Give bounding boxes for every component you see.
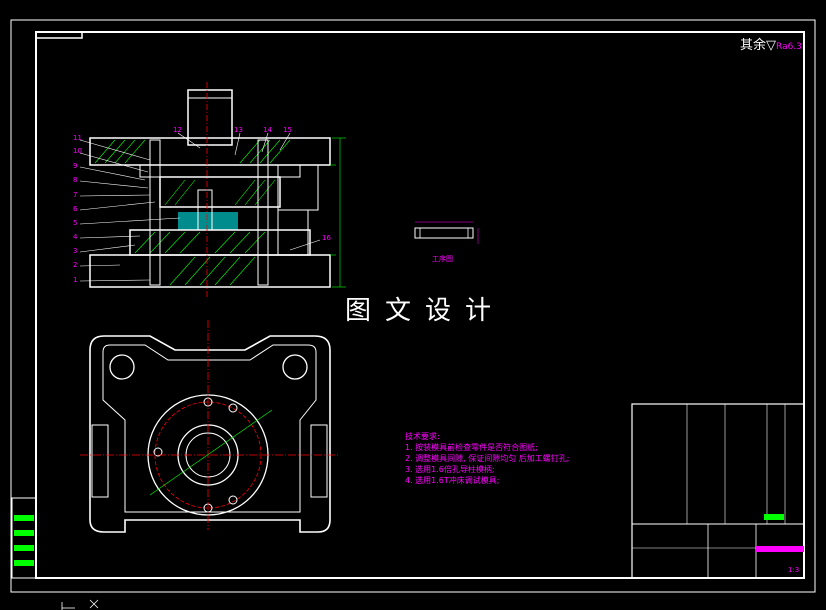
title-block xyxy=(631,403,805,579)
part-number: 16 xyxy=(322,234,331,242)
part-number: 3 xyxy=(73,247,78,255)
technical-requirements: 技术要求: 1. 按装模具前检查零件是否符合图纸; 2. 调整模具间隙, 保证间… xyxy=(405,431,570,486)
part-number: 12 xyxy=(173,126,182,134)
roughness-prefix: 其余 xyxy=(740,38,767,53)
part-number: 11 xyxy=(73,134,82,142)
outer-frame xyxy=(10,19,816,593)
part-number: 2 xyxy=(73,261,78,269)
workpiece-drawing xyxy=(414,221,479,244)
tech-item: 3. 选用1.6倍孔导柱模柄; xyxy=(405,465,495,474)
assembly-section-view xyxy=(79,82,346,298)
workpiece-label: 工序图 xyxy=(432,255,453,263)
part-number: 10 xyxy=(73,147,82,155)
part-number: 14 xyxy=(263,126,272,134)
tech-title: 技术要求: xyxy=(405,432,440,441)
side-legend-block xyxy=(11,497,37,579)
part-number: 5 xyxy=(73,219,78,227)
tech-item: 1. 按装模具前检查零件是否符合图纸; xyxy=(405,443,538,452)
roughness-note: 其余▽Ra6.3 xyxy=(740,34,802,53)
part-number: 9 xyxy=(73,162,78,170)
inner-frame xyxy=(35,31,805,579)
plan-view xyxy=(80,320,340,533)
tech-item: 2. 调整模具间隙, 保证间隙均匀 后加工螺钉孔; xyxy=(405,454,570,463)
roughness-value: Ra6.3 xyxy=(776,42,802,52)
part-number: 8 xyxy=(73,176,78,184)
roughness-symbol-icon: ▽ xyxy=(766,38,777,53)
ucs-axis-icon xyxy=(61,599,99,610)
watermark-text: 图文设计 xyxy=(345,296,506,326)
frame-corner-tab xyxy=(36,32,83,39)
part-number: 15 xyxy=(283,126,292,134)
tech-item: 4. 选用1.6T冲床调试模具; xyxy=(405,476,500,485)
part-number: 7 xyxy=(73,191,78,199)
title-block-scale: 1:3 xyxy=(788,566,800,574)
part-number: 4 xyxy=(73,233,78,241)
part-number: 6 xyxy=(73,205,78,213)
part-number: 13 xyxy=(234,126,243,134)
part-number: 1 xyxy=(73,276,78,284)
